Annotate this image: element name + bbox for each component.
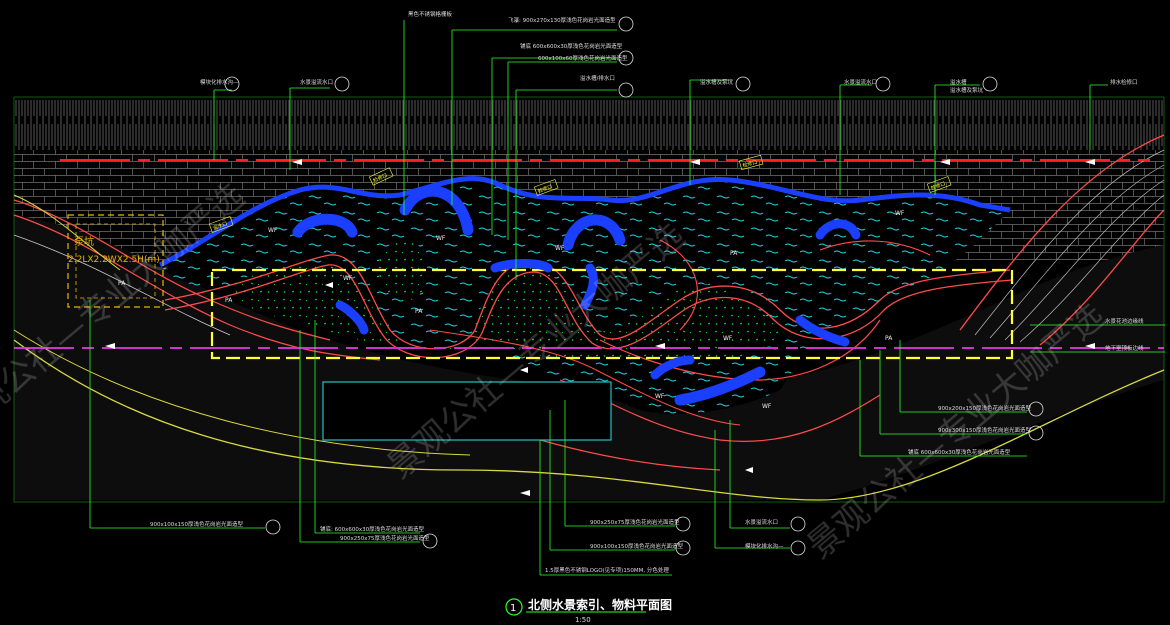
note-right-1: 900x200x150厚浅色花岗岩光面造型 (938, 404, 1032, 412)
pump-pit-title: 泵坑 (74, 235, 94, 248)
note-bottom-2: 铺底: 600x600x30厚浅色花岗岩光面造型 (320, 525, 425, 533)
area-wf-8: WF (762, 403, 772, 410)
area-wf-2: WF (436, 235, 446, 242)
note-planter-edge: 水景花池边缘线 (1105, 317, 1144, 325)
ref-overflow-3: 溢水槽 (950, 78, 967, 86)
ref-inspection: 排水检修口 (1110, 78, 1138, 86)
drawing-scale: 1:50 (575, 616, 591, 624)
area-wf-3: WF (555, 245, 565, 252)
ground-mass (14, 215, 1164, 500)
pump-pit-label: 泵坑 2.2LX2.2WX2.5H(m) (68, 235, 160, 265)
tag-inspection-2: 检修口 (537, 183, 554, 195)
note-right-2: 900x300x150厚浅色花岗岩光面造型 (938, 426, 1032, 434)
drawing-title-block: 1 北侧水景索引、物料平面图 1:50 (505, 597, 672, 624)
area-pa-1: PA (118, 280, 126, 287)
area-pa-5: PA (885, 335, 893, 342)
note-top-2: 铺底 600x600x30厚浅色花岗岩光面造型 (520, 42, 623, 50)
ref-pump-1: 溢水槽及泵坑 (700, 78, 734, 86)
area-labels: PA PA PA PA PA WF WF WF WF WF WF WF WF (118, 210, 905, 410)
title-number: 1 (510, 603, 516, 614)
leader-lines (89, 20, 1165, 576)
ref-overflow-1: 水景溢流水口 (300, 78, 333, 86)
note-bottom-5: 900x100x150厚浅色花岗岩光面造型 (590, 542, 684, 550)
note-bottom-1: 900x100x150厚浅色花岗岩光面造型 (150, 520, 244, 528)
fan-paving-right (959, 134, 1165, 346)
note-bottom-logo: 1.5厚黑色不锈钢LOGO(见专项)150MM, 分色处理 (545, 566, 669, 574)
note-grating: 黑色不锈钢格栅板 (408, 10, 453, 18)
reference-circles (224, 16, 1044, 556)
note-bottom-overflow: 水景溢流水口 (745, 518, 778, 526)
logo-plinth-box (322, 381, 612, 441)
note-bottom-4: 900x250x75厚浅色花岗岩光面造型 (590, 518, 680, 526)
area-pa-4: PA (730, 250, 738, 257)
pump-pit-size: 2.2LX2.2WX2.5H(m) (68, 255, 160, 265)
note-bottom-3: 900x250x75厚浅色花岗岩光面造型 (340, 534, 430, 542)
note-bottom-drain: 模块化排水沟— (745, 542, 784, 550)
drawing-frame (13, 96, 1165, 503)
tag-inspection-4: 检修口 (930, 180, 947, 192)
area-wf-7: WF (655, 393, 665, 400)
note-top-1: 飞瀑: 900x270x130厚浅色花岗岩光面造型 (508, 16, 616, 24)
area-wf-4: WF (343, 275, 353, 282)
area-pa-3: PA (415, 308, 423, 315)
section-markers (105, 159, 1095, 496)
pump-pit-box (67, 214, 164, 308)
tag-inspection-3: 检修口 (742, 159, 758, 170)
tag-overflow: 溢水口 (212, 220, 229, 232)
top-notes: 黑色不锈钢格栅板 飞瀑: 900x270x130厚浅色花岗岩光面造型 铺底 60… (200, 10, 1138, 94)
note-top-3: 600x100x60厚浅色花岗岩光面造型 (538, 54, 628, 62)
planter-edge-rect (210, 268, 1014, 360)
area-wf-6: WF (723, 335, 733, 342)
bottom-notes: 900x100x150厚浅色花岗岩光面造型 铺底: 600x600x30厚浅色花… (150, 518, 784, 574)
note-basement-edge: 地下室顶板边线 (1105, 344, 1144, 352)
drawing-title: 北侧水景索引、物料平面图 (528, 597, 672, 612)
area-pa-2: PA (225, 297, 233, 304)
area-wf-5: WF (895, 210, 905, 217)
area-wf-1: WF (268, 227, 278, 234)
note-right-3: 铺底 600x600x30厚浅色花岗岩光面造型 (908, 448, 1011, 456)
ref-drain-1: 模块化排水沟— (200, 78, 239, 86)
right-notes: 水景花池边缘线 地下室顶板边线 900x200x150厚浅色花岗岩光面造型 90… (908, 317, 1144, 456)
stepping-stones (292, 185, 861, 406)
ref-overflow-2: 水景溢流水口 (844, 78, 877, 86)
note-top-4: 溢水槽/排水口 (580, 74, 615, 82)
ref-pump-2: 溢水槽及泵坑 (950, 86, 984, 94)
